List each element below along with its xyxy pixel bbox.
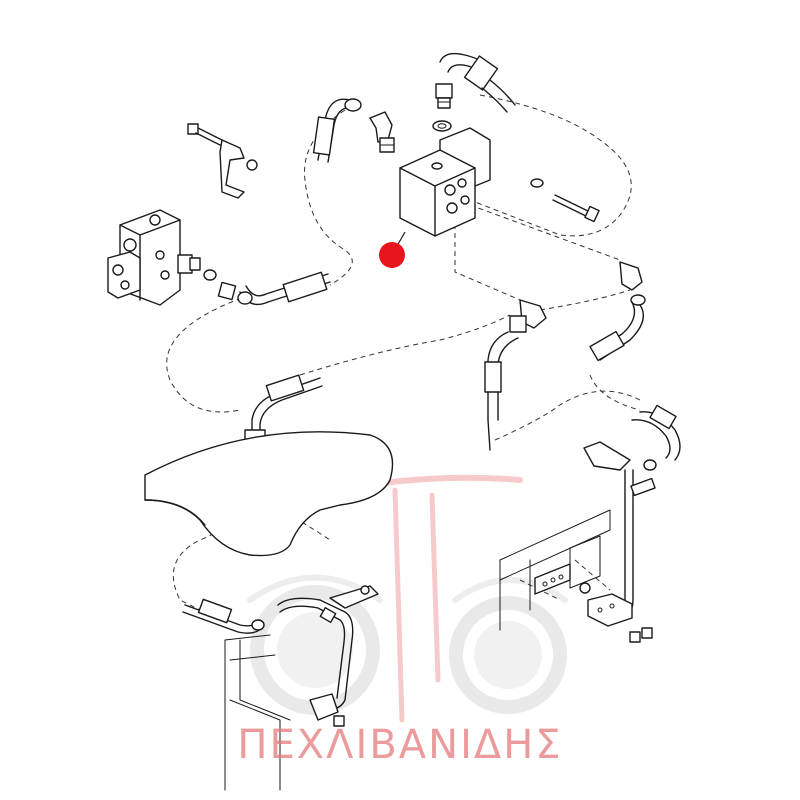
hose-top-right	[435, 52, 516, 113]
valve-block	[399, 120, 600, 237]
floor-plate	[144, 431, 394, 557]
hose-lower-left	[182, 585, 379, 791]
hose-top-centre	[312, 98, 362, 163]
bolt-bracket-top-left	[187, 123, 258, 199]
watermark-logo-right-gear	[449, 596, 567, 714]
tube-right	[583, 404, 681, 643]
watermark-text: ΠΕΧΛΙΒΑΝΙΔΗΣ	[237, 722, 563, 768]
frame-lower-right	[499, 509, 611, 631]
bolt-right	[552, 194, 600, 223]
hose-right	[589, 261, 646, 362]
hose-left-long	[237, 271, 331, 306]
watermark-logo-left-gear	[250, 585, 380, 715]
watermark-logo-t-stem	[392, 487, 405, 723]
hose-centre-vertical	[484, 299, 547, 451]
elbow-fitting-top	[369, 111, 395, 153]
watermark-logo-t-stem2	[429, 492, 441, 683]
highlight-marker-dot	[379, 242, 405, 268]
control-valve-left	[107, 209, 237, 306]
